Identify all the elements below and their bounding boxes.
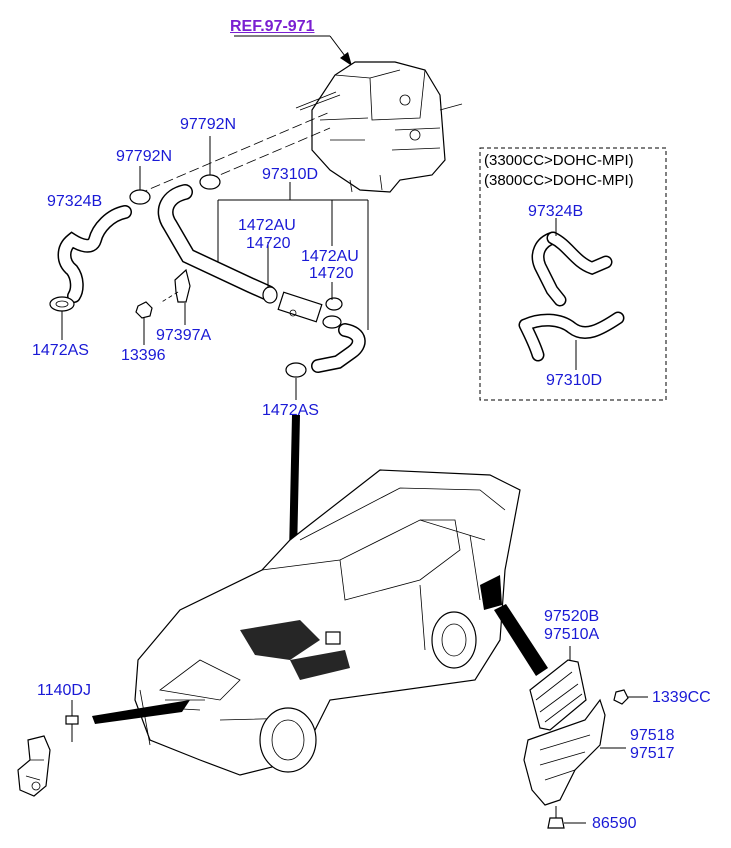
bracket-97397a <box>159 268 191 325</box>
reference-arrow <box>234 35 352 66</box>
bracket-97518 <box>523 698 626 806</box>
variant-box <box>479 147 667 401</box>
label-1339cc: 1339CC <box>652 689 711 706</box>
label-86590: 86590 <box>592 815 637 832</box>
nut-13396 <box>135 301 153 345</box>
label-97310d-box: 97310D <box>546 372 603 389</box>
screw-1339cc <box>613 689 648 705</box>
label-97510a: 97510A <box>544 626 600 643</box>
vehicle <box>134 469 521 776</box>
label-1140dj: 1140DJ <box>37 682 91 699</box>
heater-unit <box>295 61 463 193</box>
control-module <box>529 646 587 731</box>
label-1472au-b: 1472AU <box>301 248 359 265</box>
leader-97310d <box>217 182 369 400</box>
sensor-1140dj <box>17 700 79 797</box>
label-97792n-a: 97792N <box>116 148 173 165</box>
label-97517: 97517 <box>630 745 675 762</box>
reference-label[interactable]: REF.97-971 <box>230 18 315 35</box>
label-1472au-a: 1472AU <box>238 217 296 234</box>
label-1472as-left: 1472AS <box>32 342 89 359</box>
bolt-86590 <box>547 806 586 829</box>
label-97324b-box: 97324B <box>528 203 584 220</box>
hose-97310d <box>157 184 366 378</box>
label-14720-a: 14720 <box>246 235 291 252</box>
label-97792n-b: 97792N <box>180 116 237 133</box>
label-97310d: 97310D <box>262 166 319 183</box>
label-97518: 97518 <box>630 727 675 744</box>
label-13396: 13396 <box>121 347 166 364</box>
label-97324b: 97324B <box>47 193 103 210</box>
clamp-97792n-b <box>199 136 221 190</box>
label-1472as-bottom: 1472AS <box>262 402 319 419</box>
engine-note-1: (3300CC>DOHC-MPI) <box>484 152 634 169</box>
clamp-97792n-a <box>129 166 151 205</box>
label-97397a: 97397A <box>156 327 212 344</box>
engine-note-2: (3800CC>DOHC-MPI) <box>484 172 634 189</box>
label-14720-b: 14720 <box>309 265 354 282</box>
label-97520b: 97520B <box>544 608 600 625</box>
hose-97324b <box>49 205 132 340</box>
